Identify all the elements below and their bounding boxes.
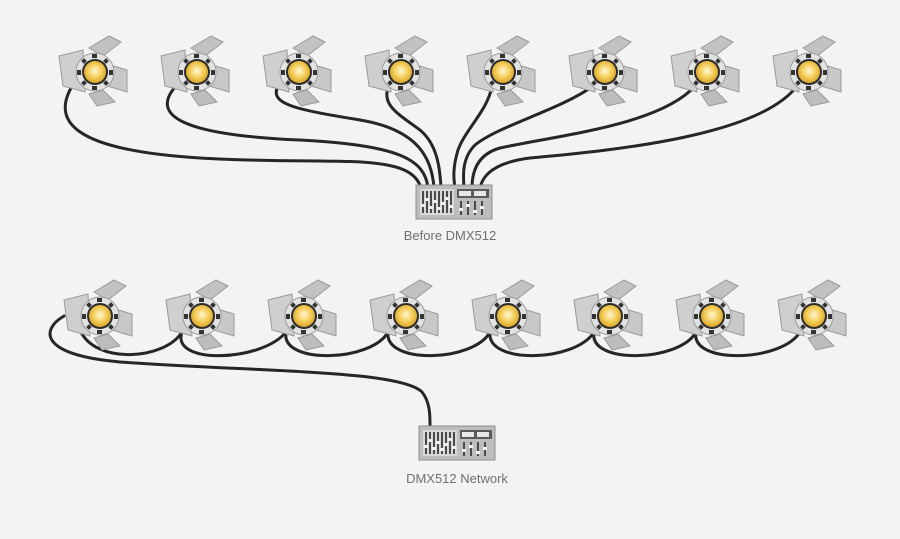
dmx512-network-diagram: DMX512 Network	[48, 279, 847, 486]
chain-link-7	[694, 330, 802, 358]
spotlight-icon	[364, 35, 434, 107]
fixtures-top	[58, 35, 842, 107]
spotlight-icon	[262, 35, 332, 107]
caption-before-dmx512: Before DMX512	[404, 228, 497, 243]
daisy-chain-cables	[48, 314, 802, 427]
cable-4	[385, 84, 443, 190]
spotlight-icon	[777, 279, 847, 351]
cable-6	[461, 84, 595, 190]
spotlight-icon	[160, 35, 230, 107]
cable-5	[452, 84, 494, 190]
spotlight-icon	[675, 279, 745, 351]
spotlight-icon	[573, 279, 643, 351]
before-dmx512-diagram: Before DMX512	[58, 35, 842, 243]
lighting-console-icon	[415, 184, 493, 220]
spotlight-icon	[466, 35, 536, 107]
chain-link-4	[386, 330, 492, 358]
cable-2	[165, 84, 430, 190]
spotlight-icon	[63, 279, 133, 351]
chain-link-3	[284, 330, 390, 358]
chain-link-2	[179, 330, 288, 358]
cable-7	[470, 84, 697, 190]
lighting-console-icon	[418, 425, 496, 461]
spotlight-icon	[670, 35, 740, 107]
chain-link-6	[592, 330, 698, 358]
spotlight-icon	[772, 35, 842, 107]
cable-console-link	[48, 314, 432, 427]
cable-3	[274, 84, 436, 190]
caption-dmx512-network: DMX512 Network	[406, 471, 508, 486]
chain-link-5	[488, 330, 596, 358]
star-cables	[63, 81, 799, 190]
chain-link-1	[78, 328, 184, 357]
cable-8	[478, 84, 799, 190]
cable-1	[63, 81, 423, 190]
